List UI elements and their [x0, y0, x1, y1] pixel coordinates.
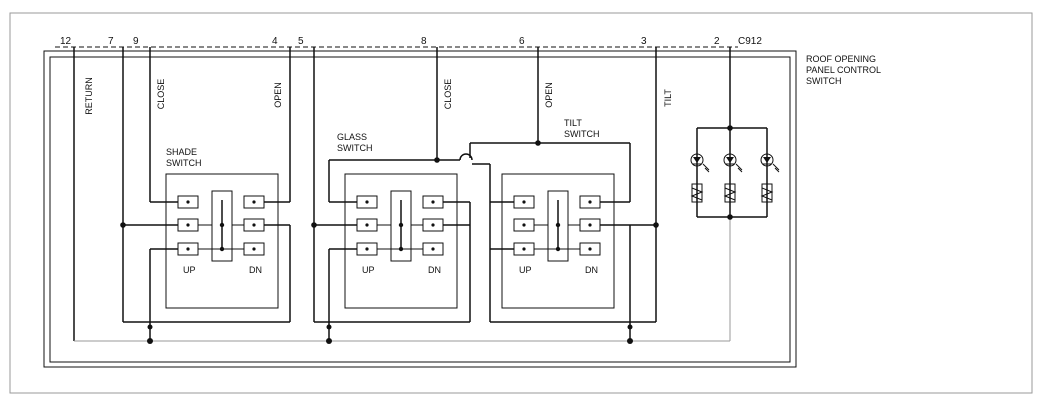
shade-up-label: UP — [183, 265, 196, 275]
tilt-dn-label: DN — [585, 265, 598, 275]
tilt-up-label: UP — [519, 265, 532, 275]
outer-frame — [9, 12, 1033, 394]
pin-4: 4 — [272, 36, 278, 47]
return-bus — [74, 217, 731, 342]
connector-pins: 12 7 9 4 5 8 6 3 2 C912 — [60, 36, 762, 47]
tilt-switch-body — [501, 173, 615, 309]
pin-12: 12 — [60, 36, 72, 47]
connector-id: C912 — [738, 36, 762, 47]
led-icon — [690, 153, 710, 203]
glass-switch: GLASS SWITCH UP DN — [337, 132, 458, 309]
glass-wiring — [311, 140, 631, 344]
glass-switch-title2: SWITCH — [337, 143, 373, 153]
tilt-switch-title1: TILT — [564, 118, 582, 128]
shade-switch: SHADE SWITCH UP DN — [165, 147, 279, 309]
pin-3: 3 — [641, 36, 647, 47]
glass-dn-label: DN — [428, 265, 441, 275]
glass-switch-body — [344, 173, 458, 309]
component-title-line2: PANEL CONTROL — [806, 65, 881, 75]
wire-label-glass-close: CLOSE — [443, 79, 453, 110]
led-icon — [723, 153, 743, 203]
led-icon — [760, 153, 780, 203]
tilt-switch: TILT SWITCH UP DN — [501, 118, 615, 309]
component-title-line1: ROOF OPENING — [806, 54, 876, 64]
shade-switch-title2: SWITCH — [166, 158, 202, 168]
glass-up-label: UP — [362, 265, 375, 275]
component-box-inner — [49, 56, 791, 363]
component-title-line3: SWITCH — [806, 76, 842, 86]
wire-label-return: RETURN — [84, 77, 94, 115]
component-box-outer — [43, 50, 797, 368]
glass-switch-title1: GLASS — [337, 132, 367, 142]
wire-labels: RETURN CLOSE OPEN CLOSE OPEN TILT — [84, 77, 673, 115]
wire-label-shade-open: OPEN — [273, 82, 283, 108]
tilt-switch-title2: SWITCH — [564, 129, 600, 139]
illumination-circuit — [690, 125, 780, 220]
pin-6: 6 — [519, 36, 525, 47]
pin-5: 5 — [298, 36, 304, 47]
wire-label-glass-open: OPEN — [544, 82, 554, 108]
shade-switch-body — [165, 173, 279, 309]
shade-switch-title1: SHADE — [166, 147, 197, 157]
shade-dn-label: DN — [249, 265, 262, 275]
tilt-wiring — [472, 163, 659, 344]
pin-2: 2 — [714, 36, 720, 47]
shade-wiring — [120, 201, 291, 344]
component-title: ROOF OPENING PANEL CONTROL SWITCH — [806, 54, 881, 86]
wire-label-tilt: TILT — [663, 89, 673, 107]
wire-label-shade-close: CLOSE — [156, 79, 166, 110]
pin-8: 8 — [421, 36, 427, 47]
pin-7: 7 — [108, 36, 114, 47]
pin-wires — [73, 47, 731, 341]
pin-9: 9 — [133, 36, 139, 47]
